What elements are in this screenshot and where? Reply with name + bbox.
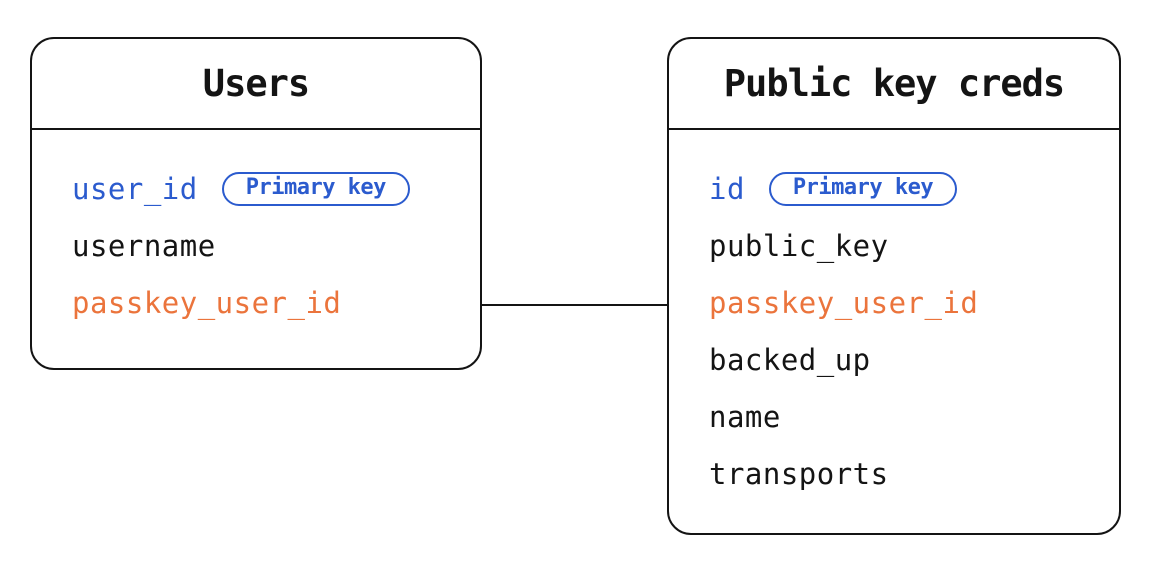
field-name: backed_up xyxy=(709,342,871,377)
field-name: transports xyxy=(709,456,889,491)
field-name: id xyxy=(709,171,745,206)
relationship-line xyxy=(482,304,667,306)
primary-key-badge: Primary key xyxy=(768,171,958,206)
field-row: public_key xyxy=(709,217,1119,274)
field-name: user_id xyxy=(72,171,198,206)
field-row: id Primary key xyxy=(709,160,1119,217)
field-row: passkey_user_id xyxy=(72,274,480,331)
field-row: name xyxy=(709,388,1119,445)
public-key-creds-table-title: Public key creds xyxy=(723,62,1065,105)
primary-key-badge: Primary key xyxy=(221,171,410,206)
users-table: Users user_id Primary key username passk… xyxy=(30,37,482,370)
field-name: username xyxy=(72,228,216,263)
field-name: passkey_user_id xyxy=(72,285,342,320)
field-row: username xyxy=(72,217,480,274)
users-table-body: user_id Primary key username passkey_use… xyxy=(32,130,480,331)
users-table-header: Users xyxy=(32,39,480,130)
public-key-creds-table-header: Public key creds xyxy=(669,39,1119,130)
field-row: user_id Primary key xyxy=(72,160,480,217)
field-name: passkey_user_id xyxy=(709,285,979,320)
public-key-creds-table: Public key creds id Primary key public_k… xyxy=(667,37,1121,535)
field-name: public_key xyxy=(709,228,889,263)
users-table-title: Users xyxy=(202,62,310,105)
field-row: passkey_user_id xyxy=(709,274,1119,331)
field-row: transports xyxy=(709,445,1119,502)
public-key-creds-table-body: id Primary key public_key passkey_user_i… xyxy=(669,130,1119,502)
field-name: name xyxy=(709,399,781,434)
field-row: backed_up xyxy=(709,331,1119,388)
